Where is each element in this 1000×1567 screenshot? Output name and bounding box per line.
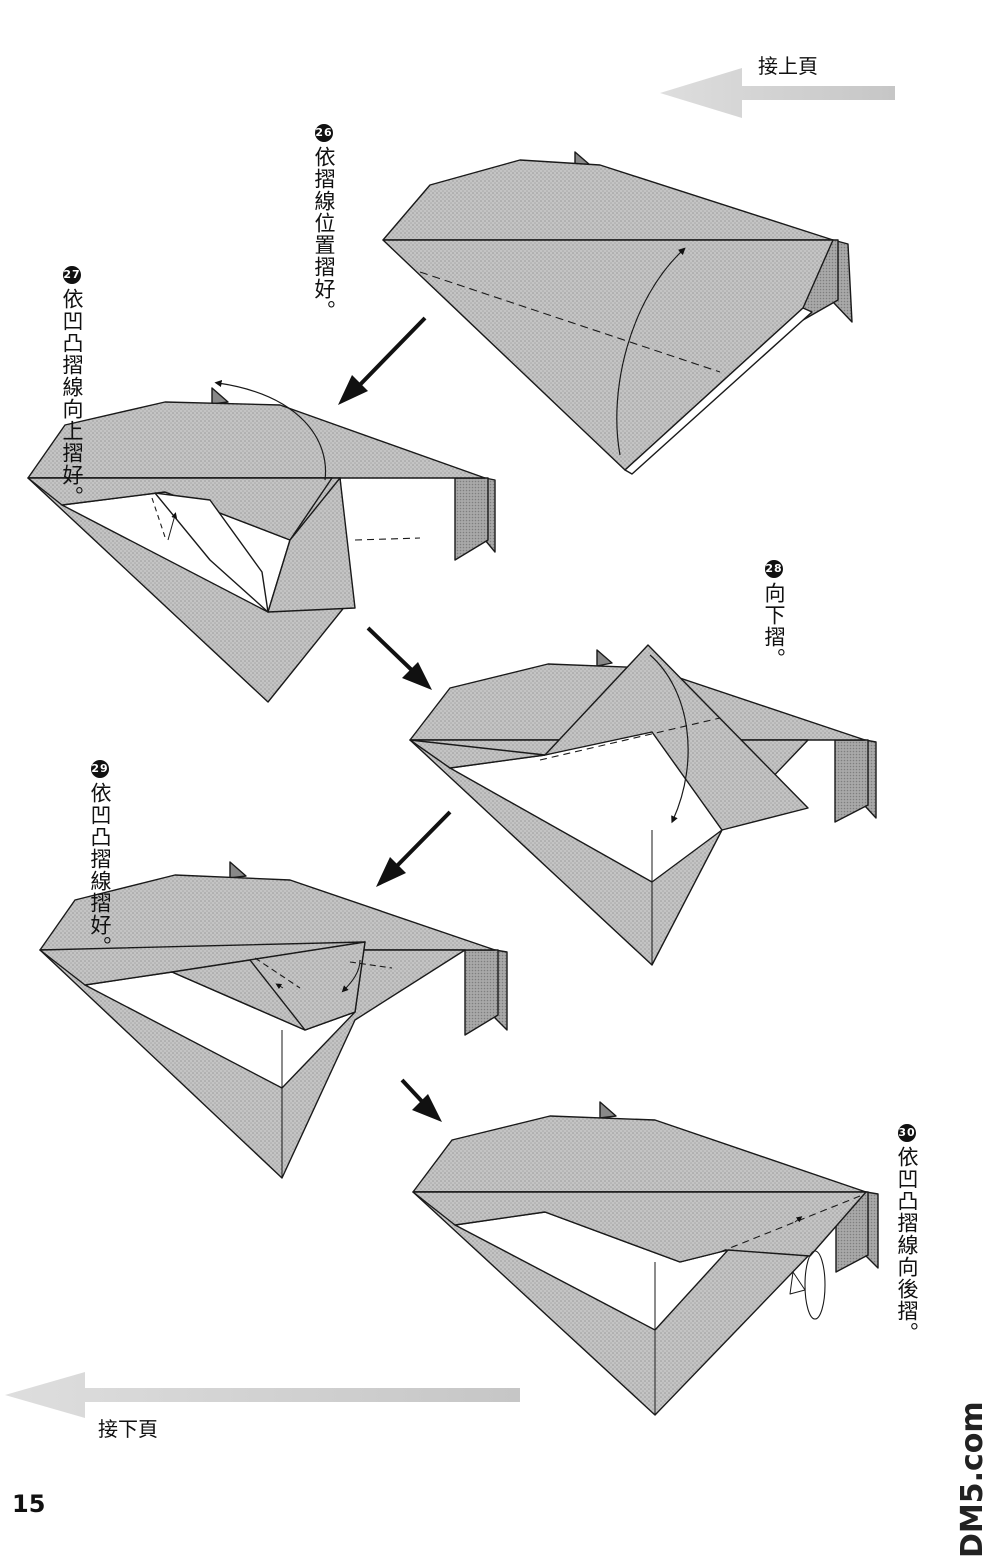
step-27-model xyxy=(27,379,496,703)
step-30-instruction: 30 依凹凸摺線向後摺。 xyxy=(895,1124,919,1344)
step-27-instruction: 27 依凹凸摺線向上摺好。 xyxy=(60,266,84,508)
step-27-line-2: 向上摺好。 xyxy=(60,398,84,508)
step-28-line-1: 向下摺。 xyxy=(762,582,786,670)
step-27-line-1: 依凹凸摺線 xyxy=(60,288,84,398)
step-30-number: 30 xyxy=(898,1124,916,1142)
step-28-model xyxy=(409,644,877,966)
step-26-instruction: 26 依摺線位置摺好。 xyxy=(312,124,336,322)
continue-from-label: 接上頁 xyxy=(758,54,818,78)
flow-arrow-4 xyxy=(400,1078,442,1122)
step-26-line-2: 位置摺好。 xyxy=(312,212,336,322)
continue-to-arrow xyxy=(5,1372,520,1418)
step-28-instruction: 28 向下摺。 xyxy=(762,560,786,670)
page-number: 15 xyxy=(12,1490,46,1518)
step-29-number: 29 xyxy=(91,760,109,778)
step-29-line-2: 摺線摺好。 xyxy=(88,848,112,958)
step-30-line-1: 依凹凸摺線向後摺。 xyxy=(895,1146,919,1344)
step-29-line-1: 依凹凸 xyxy=(88,782,112,848)
flow-arrow-3 xyxy=(376,810,452,887)
step-30-model xyxy=(412,1101,879,1416)
step-29-instruction: 29 依凹凸摺線摺好。 xyxy=(88,760,112,958)
step-26-model xyxy=(382,151,853,475)
continue-from-arrow xyxy=(660,68,895,118)
step-26-number: 26 xyxy=(315,124,333,142)
step-29-model xyxy=(39,861,508,1179)
continue-to-label: 接下頁 xyxy=(98,1417,158,1441)
flow-arrow-1 xyxy=(338,316,427,405)
step-26-line-1: 依摺線 xyxy=(312,146,336,212)
watermark-logo: DM5.com xyxy=(955,1401,990,1559)
flow-arrow-2 xyxy=(366,626,432,690)
step-28-number: 28 xyxy=(765,560,783,578)
step-27-number: 27 xyxy=(63,266,81,284)
